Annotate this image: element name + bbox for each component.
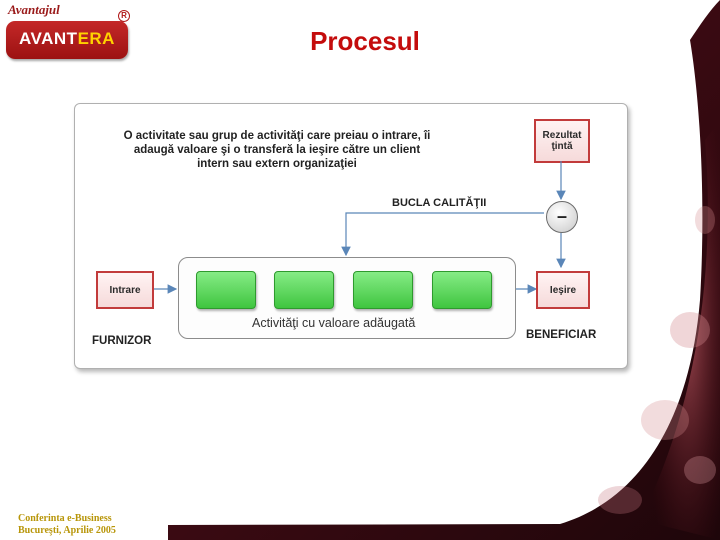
minus-node: – (546, 201, 578, 233)
footer-line1: Conferinta e-Business (18, 513, 112, 524)
logo-badge: AVANTERA (6, 21, 128, 59)
avantera-logo: Avantajul R AVANTERA (6, 2, 132, 60)
description-line: O activitate sau grup de activităţi care… (123, 130, 431, 142)
footer-line2: Bucureşti, Aprilie 2005 (18, 525, 116, 536)
logo-brand-part2: ERA (77, 29, 115, 48)
footer: Conferinta e-Business Bucureşti, Aprilie… (18, 513, 116, 537)
description-line: adaugă valoare şi o transferă la ieşire … (133, 144, 421, 156)
quality-loop-label: BUCLA CALITĂŢII (392, 197, 487, 209)
activities-label: Activităţi cu valoare adăugată (252, 316, 416, 330)
activity-step (432, 271, 492, 309)
logo-brand: AVANTERA (6, 29, 128, 49)
logo-brand-part1: AVANT (19, 29, 78, 48)
input-box: Intrare (96, 271, 154, 309)
supplier-label: FURNIZOR (92, 335, 152, 347)
customer-label: BENEFICIAR (526, 329, 597, 341)
output-label: Ieşire (549, 284, 577, 296)
target-line: ţintă (551, 141, 573, 152)
logo-tagline: Avantajul (8, 2, 60, 17)
process-description: O activitate sau grup de activităţi care… (104, 129, 450, 171)
description-line: intern sau extern organizaţiei (197, 158, 357, 170)
output-box: Ieşire (536, 271, 590, 309)
slide-title: Procesul (310, 26, 420, 56)
activity-step (196, 271, 256, 309)
activity-step (274, 271, 334, 309)
process-diagram: O activitate sau grup de activităţi care… (74, 103, 626, 367)
registered-mark: R (118, 10, 130, 22)
activity-step (353, 271, 413, 309)
input-label: Intrare (109, 284, 141, 296)
target-line: Rezultat (542, 130, 582, 141)
